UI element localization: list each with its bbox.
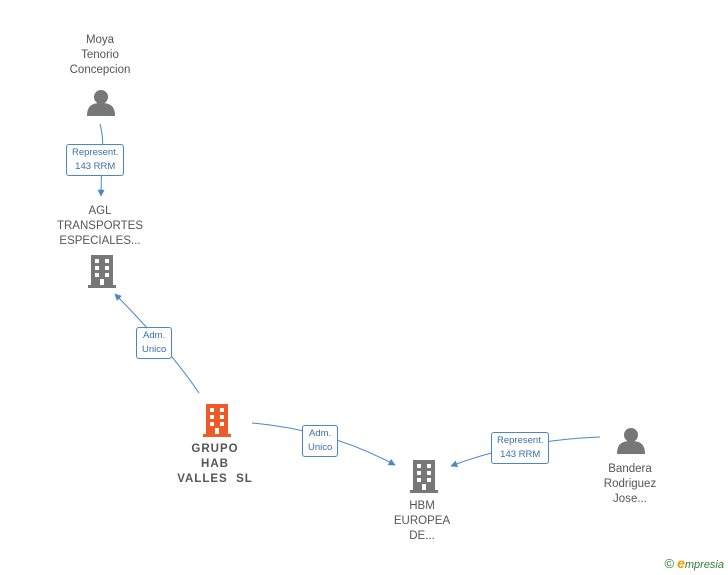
building-icon[interactable]: [88, 255, 116, 288]
edge-label-moya-agl[interactable]: Represent. 143 RRM: [66, 144, 125, 176]
empresia-logo[interactable]: ©empresia: [664, 555, 724, 571]
brand-name: mpresia: [684, 559, 724, 571]
edge-label-grupo-agl[interactable]: Adm. Unico: [136, 327, 173, 359]
node-label-agl[interactable]: AGL TRANSPORTES ESPECIALES...: [56, 205, 144, 247]
node-label-bandera[interactable]: Bandera Rodriguez Jose...: [603, 463, 657, 505]
edge-label-grupo-hbm[interactable]: Adm. Unico: [302, 425, 339, 457]
person-icon[interactable]: [617, 428, 645, 454]
copyright-icon: ©: [664, 556, 675, 571]
building-icon-highlight[interactable]: [203, 404, 231, 437]
building-icon[interactable]: [410, 460, 438, 493]
person-icon[interactable]: [87, 90, 115, 116]
node-label-moya[interactable]: Moya Tenorio Concepcion: [69, 34, 131, 76]
node-label-grupo[interactable]: GRUPO HAB VALLES SL: [177, 443, 253, 485]
node-label-hbm[interactable]: HBM EUROPEA DE...: [393, 500, 451, 542]
brand-initial: e: [677, 555, 685, 571]
edge-label-bandera-hbm[interactable]: Represent. 143 RRM: [491, 432, 550, 464]
